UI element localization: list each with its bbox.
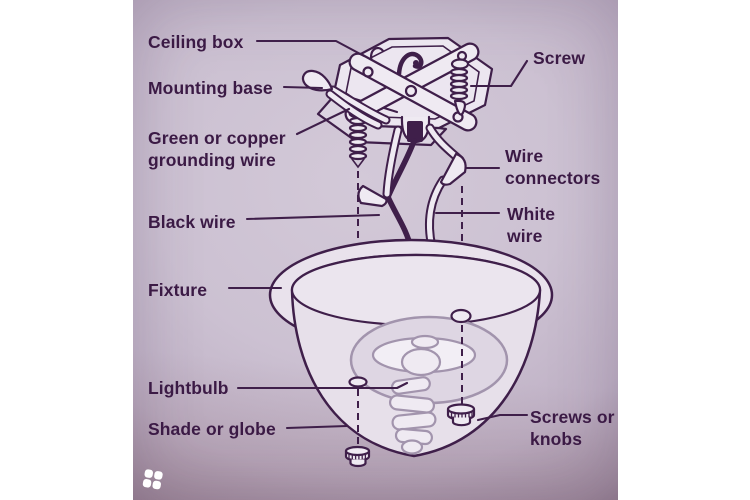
leader-screws-or-knobs [476,413,529,422]
hook-wire [396,51,424,77]
mounting-bracket [344,42,480,132]
label-lightbulb: Lightbulb [148,378,229,398]
label-grounding-wire: Green or copper grounding wire [148,128,286,170]
white-wire-left-drawing [384,127,401,197]
label-shade-or-globe: Shade or globe [148,419,276,439]
fixture-drawing [268,238,554,458]
label-screw: Screw [533,48,586,68]
leader-lightbulb [236,381,409,390]
wire-connector-left [357,184,388,208]
box-screw-right [449,58,470,116]
leader-lines [227,39,529,430]
leader-mounting-base [282,85,324,90]
label-black-wire: Black wire [148,212,236,232]
leader-screw [469,59,529,88]
wire-connector-right [439,152,467,186]
wiring-drawing [357,123,467,252]
label-fixture: Fixture [148,280,208,300]
leader-black-wire [245,213,381,221]
knob-hole-right [450,308,472,324]
leader-shade-or-globe [285,424,349,430]
wire-connector-upper-left [301,69,391,130]
label-screws-or-knobs: Screws or knobs [530,407,615,449]
socket-drawing [400,334,442,377]
leader-grounding-wire [295,107,351,136]
knob-hole-left [348,376,368,388]
label-ceiling-box: Ceiling box [148,32,244,52]
lightbulb-drawing [388,376,437,455]
pinwheel-flower-logo-icon [142,469,163,490]
knob-left-drawing [344,445,371,468]
hardware-drawing [344,308,476,468]
knob-right-drawing [446,403,476,427]
ceiling-box-drawing [301,36,494,169]
leader-ceiling-box [255,39,366,58]
label-wire-connectors: Wire connectors [505,146,601,188]
label-white-wire: White wire [507,204,556,246]
label-mounting-base: Mounting base [148,78,273,98]
